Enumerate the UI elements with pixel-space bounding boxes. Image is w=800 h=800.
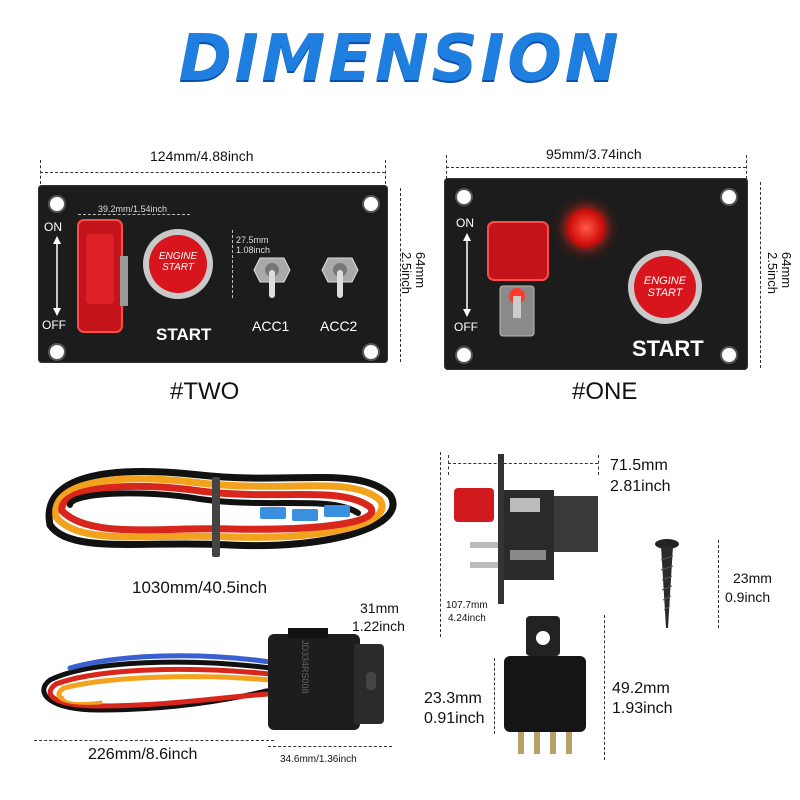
side-height-mm: 107.7mm — [446, 600, 488, 611]
panel-two-button-text-1: ENGINE — [158, 251, 198, 262]
panel-two-model-label: #TWO — [170, 378, 240, 405]
relay-width-in: 0.91inch — [424, 710, 485, 727]
panel-two-toggle-width: 39.2mm/1.54inch — [98, 204, 168, 214]
panel-two-width-tick-left — [40, 160, 41, 184]
relay-height-in: 1.93inch — [612, 700, 673, 717]
socket-width-label: 34.6mm/1.36inch — [280, 754, 357, 765]
panel-one-model-label: #ONE — [572, 378, 638, 405]
screw-length-mm: 23mm — [733, 570, 772, 586]
panel-two-start-label: START — [156, 325, 212, 344]
screw-length-line — [718, 540, 719, 628]
panel-two-hole-tl — [48, 195, 66, 213]
panel-one-hole-bl — [455, 346, 473, 364]
panel-one-width-label: 95mm/3.74inch — [546, 146, 642, 162]
panel-one-start-label: START — [632, 336, 704, 361]
panel-two-height-in: 2.5inch — [399, 252, 414, 294]
panel-two-height-mm: 64mm — [413, 252, 428, 289]
screw-icon — [655, 539, 679, 628]
panel-two-button-dim-line — [232, 230, 233, 298]
panel-one-hole-tr — [720, 188, 738, 206]
socket-height-in: 1.22inch — [352, 618, 405, 634]
panel-two-start-button[interactable]: ENGINE START — [143, 229, 213, 299]
panel-two-width-tick-right — [385, 160, 386, 184]
relay-socket-wires-icon — [41, 653, 273, 713]
panel-two-acc1-toggle-icon[interactable] — [252, 252, 292, 302]
panel-two-toggle-cover-icon[interactable] — [74, 216, 128, 336]
harness-length-label: 1030mm/40.5inch — [132, 578, 268, 597]
panel-two-button-mm: 27.5mm — [236, 235, 269, 245]
socket-height-mm: 31mm — [360, 600, 399, 616]
side-height-in: 4.24inch — [448, 613, 486, 624]
relay-height-mm: 49.2mm — [612, 680, 670, 697]
socket-width-line — [268, 746, 392, 747]
panel-one-height-mm: 64mm — [779, 252, 794, 289]
panel-two-width-line — [40, 172, 385, 173]
socket-wire-length: 226mm/8.6inch — [88, 746, 198, 763]
side-depth-mm: 71.5mm — [610, 457, 668, 474]
panel-two-acc2-toggle-icon[interactable] — [320, 252, 360, 302]
panel-two-button-in: 1.08inch — [236, 245, 271, 255]
panel-side-view-icon — [454, 454, 598, 604]
relay-socket-icon — [268, 628, 384, 730]
panel-two-hole-bl — [48, 343, 66, 361]
panel-one-button-text-2: START — [647, 287, 683, 299]
panel-one-hole-tl — [455, 188, 473, 206]
panel-two-toggle-dim-line — [78, 214, 190, 215]
panel-one-start-button[interactable]: ENGINE START — [628, 250, 702, 324]
relay-width-mm: 23.3mm — [424, 690, 482, 707]
panel-one-height-in: 2.5inch — [765, 252, 780, 294]
panel-one-hole-br — [720, 346, 738, 364]
panel-two-on-label: ON — [44, 220, 62, 234]
panel-one-toggle-cover-icon[interactable] — [486, 216, 552, 340]
socket-wire-length-line — [34, 740, 274, 741]
panel-two-acc2-label: ACC2 — [320, 318, 358, 334]
panel-one-button-text-1: ENGINE — [643, 275, 687, 287]
relay-height-line — [604, 615, 605, 760]
panel-one-arrow-icon — [463, 233, 471, 317]
relay-icon — [504, 616, 586, 754]
side-height-line — [440, 452, 441, 637]
wire-harness-icon — [45, 468, 397, 557]
relay-socket-marking: JD334RS008 — [300, 640, 310, 694]
panel-two-height-line — [400, 188, 401, 362]
panel-one-height-line — [760, 182, 761, 368]
panel-two-hole-br — [362, 343, 380, 361]
panel-two-width-label: 124mm/4.88inch — [150, 148, 254, 164]
panel-two-arrow-icon — [53, 236, 61, 316]
panel-one-width-tick-right — [746, 155, 747, 179]
side-depth-tick-left — [448, 455, 449, 475]
side-depth-tick-right — [598, 455, 599, 475]
screw-length-in: 0.9inch — [725, 589, 771, 605]
panel-one-width-tick-left — [446, 155, 447, 179]
panel-one-width-line — [446, 167, 746, 168]
panel-one-on-label: ON — [456, 216, 474, 230]
side-depth-in: 2.81inch — [610, 478, 671, 495]
panel-two-button-text-2: START — [162, 262, 194, 273]
panel-one-indicator-light — [566, 208, 606, 248]
relay-width-line — [494, 658, 495, 734]
panel-two-off-label: OFF — [42, 318, 66, 332]
side-depth-line — [448, 463, 598, 464]
panel-one-off-label: OFF — [454, 320, 478, 334]
panel-two-hole-tr — [362, 195, 380, 213]
panel-two-acc1-label: ACC1 — [252, 318, 290, 334]
page-title: DIMENSION — [178, 22, 622, 96]
